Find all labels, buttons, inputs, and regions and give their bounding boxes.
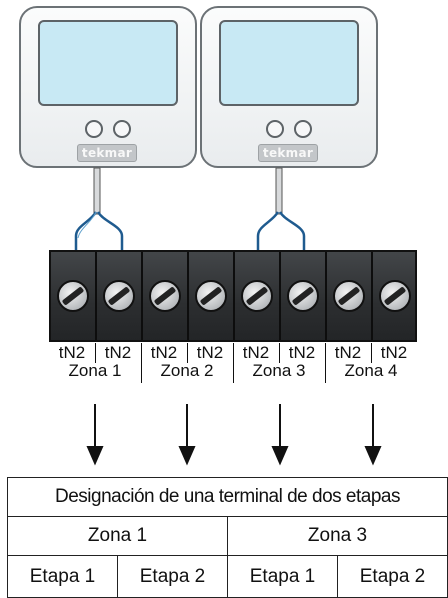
- terminal: [97, 252, 143, 340]
- screw-icon: [149, 280, 181, 312]
- screw-icon: [287, 280, 319, 312]
- thermostat-screen: [219, 20, 359, 106]
- zone-label: Zona 3: [252, 361, 306, 380]
- table-stage-cell: Etapa 2: [117, 555, 228, 598]
- thermostat-button-left: [85, 120, 103, 138]
- terminal-label: tN2: [58, 343, 86, 362]
- label-divider: [279, 343, 280, 363]
- thermostat-screen: [38, 20, 178, 106]
- arrow-zona-3: [271, 404, 289, 466]
- zone-label: Zona 2: [160, 361, 214, 380]
- arrow-zona-2: [178, 404, 196, 466]
- table-stage-cell: Etapa 1: [227, 555, 338, 598]
- thermostat-button-right: [294, 120, 312, 138]
- thermostat-button-right: [113, 120, 131, 138]
- screw-icon: [57, 280, 89, 312]
- zone-divider: [141, 343, 142, 383]
- wire-1-blue: [74, 211, 98, 252]
- thermostat-button-left: [266, 120, 284, 138]
- wire-2-blue: [256, 211, 280, 252]
- table-stage-cell: Etapa 1: [7, 555, 118, 598]
- label-divider: [187, 343, 188, 363]
- label-divider: [371, 343, 372, 363]
- terminal: [327, 252, 373, 340]
- terminal: [235, 252, 281, 340]
- screw-icon: [241, 280, 273, 312]
- cable-2: [275, 167, 283, 215]
- label-divider: [95, 343, 96, 363]
- terminal-block: [49, 250, 417, 342]
- table-zone-cell: Zona 3: [227, 516, 448, 556]
- wire-2-blue-b: [278, 211, 306, 252]
- screw-icon: [195, 280, 227, 312]
- terminal-label: tN2: [334, 343, 362, 362]
- terminal: [373, 252, 415, 340]
- tekmar-logo: tekmar: [77, 144, 137, 162]
- wire-1-blue-b: [96, 211, 124, 252]
- thermostat-1: tekmar: [19, 6, 197, 168]
- terminal-label: tN2: [288, 343, 316, 362]
- screw-icon: [379, 280, 411, 312]
- terminal-label: tN2: [104, 343, 132, 362]
- zone-divider: [233, 343, 234, 383]
- terminal: [51, 252, 97, 340]
- terminal-label: tN2: [196, 343, 224, 362]
- terminal-label: tN2: [242, 343, 270, 362]
- table-header: Designación de una terminal de dos etapa…: [7, 477, 448, 517]
- terminal: [189, 252, 235, 340]
- screw-icon: [333, 280, 365, 312]
- table-stage-cell: Etapa 2: [337, 555, 448, 598]
- terminal-label: tN2: [150, 343, 178, 362]
- thermostat-2: tekmar: [200, 6, 378, 168]
- terminal: [143, 252, 189, 340]
- table-zone-cell: Zona 1: [7, 516, 228, 556]
- arrow-zona-4: [364, 404, 382, 466]
- tekmar-logo: tekmar: [258, 144, 318, 162]
- zone-label: Zona 1: [68, 361, 122, 380]
- arrow-zona-1: [86, 404, 104, 466]
- zone-label: Zona 4: [344, 361, 398, 380]
- zone-divider: [325, 343, 326, 383]
- terminal: [281, 252, 327, 340]
- cable-1: [93, 167, 101, 215]
- screw-icon: [103, 280, 135, 312]
- designation-table: Designación de una terminal de dos etapa…: [7, 477, 448, 598]
- terminal-label: tN2: [380, 343, 408, 362]
